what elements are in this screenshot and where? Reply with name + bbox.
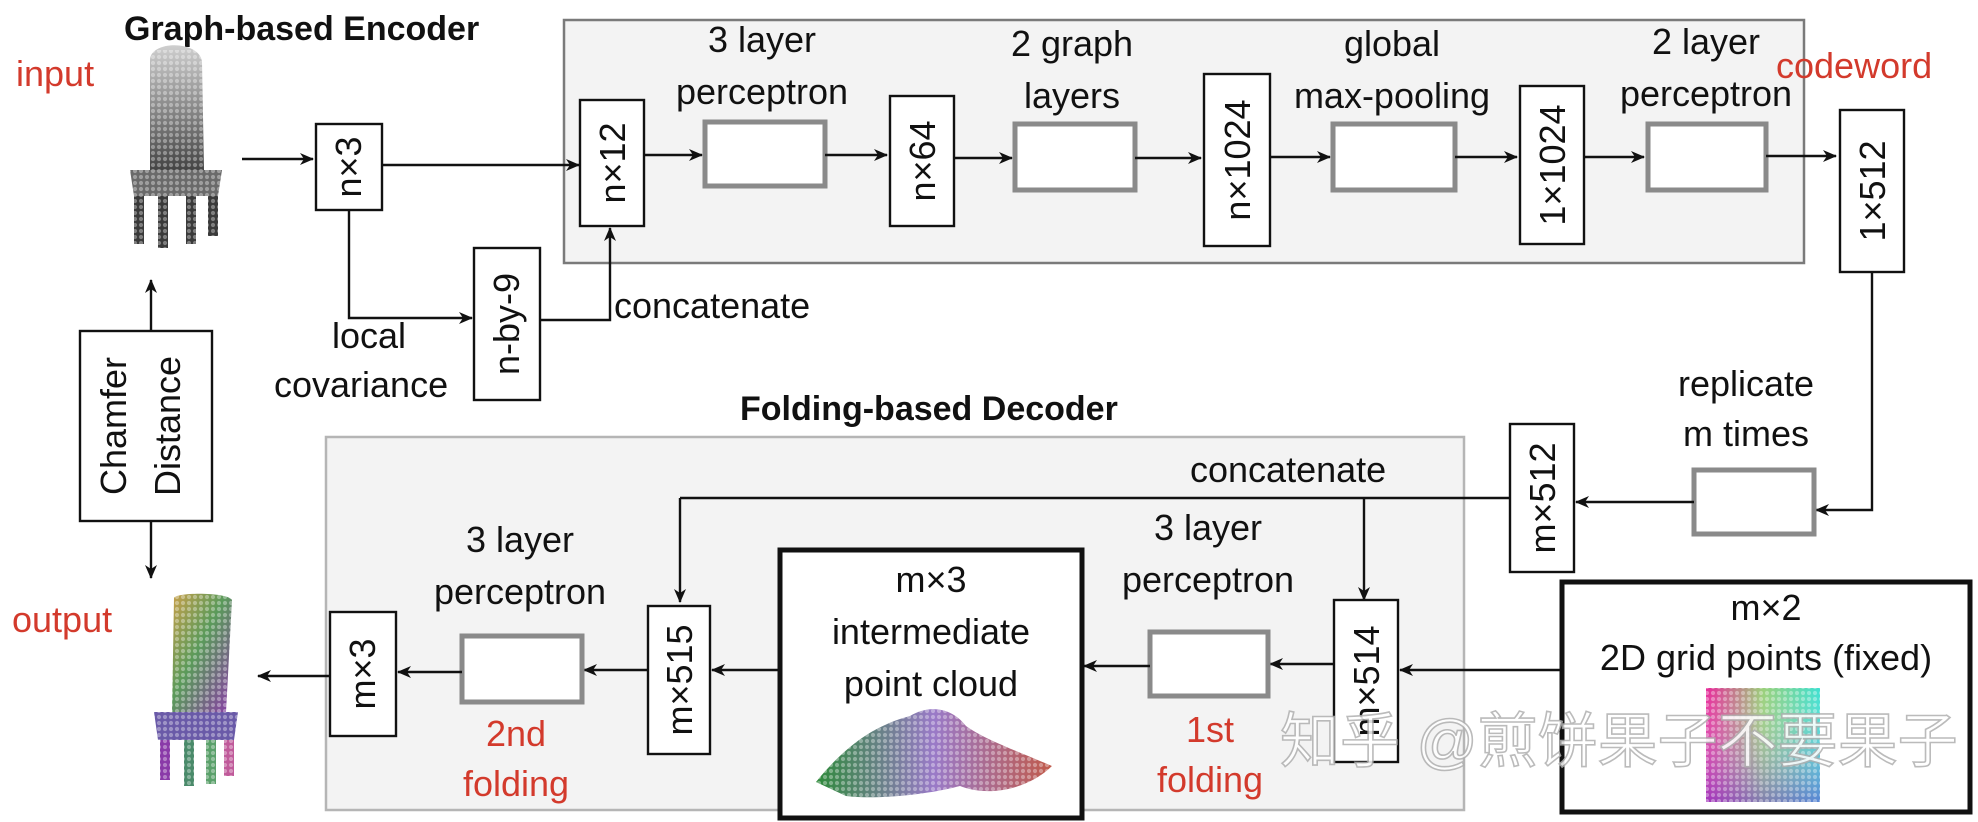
- intermediate-line-1: m×3: [895, 559, 966, 600]
- graph-layers-block: [1012, 121, 1138, 193]
- mlp-a-line-1: 3 layer: [1154, 507, 1262, 548]
- graph-layers-line-1: 2 graph: [1011, 23, 1133, 64]
- chamfer-distance-box: [78, 329, 214, 523]
- grid-points-image: [1706, 688, 1820, 802]
- input-label: input: [16, 53, 94, 94]
- fold2-line-1: 2nd: [486, 713, 546, 754]
- fold1-line-1: 1st: [1186, 709, 1234, 750]
- local-covariance-line-1: local: [332, 315, 406, 356]
- m514-label: m×514: [1346, 625, 1387, 736]
- m514-box: [1332, 598, 1400, 764]
- replicate-block: [1691, 467, 1817, 537]
- mlp-a-block: [1147, 629, 1271, 699]
- chamfer-line-1: Chamfer: [93, 357, 134, 495]
- mlp-b-line-2: perceptron: [434, 571, 606, 612]
- maxpool-block: [1330, 121, 1458, 193]
- intermediate-line-2: intermediate: [832, 611, 1030, 652]
- m515-box: [646, 604, 712, 756]
- fold2-line-2: folding: [463, 763, 569, 804]
- mlp3-line-1: 3 layer: [708, 19, 816, 60]
- input-chair-point-cloud: [128, 45, 228, 250]
- n1024-label: n×1024: [1217, 99, 1258, 220]
- encoder-concatenate-label: concatenate: [614, 285, 810, 326]
- graph-layers-line-2: layers: [1024, 75, 1120, 116]
- output-chair-point-cloud: [150, 590, 242, 790]
- codeword-label: codeword: [1776, 45, 1932, 86]
- codeword-1x512-box: [1838, 108, 1906, 274]
- n12-label: n×12: [592, 122, 633, 203]
- mlp-a-line-2: perceptron: [1122, 559, 1294, 600]
- nby9-label: n-by-9: [486, 273, 527, 375]
- n1024-box: [1202, 72, 1272, 248]
- intermediate-line-3: point cloud: [844, 663, 1018, 704]
- mlp2-line-2: perceptron: [1620, 73, 1792, 114]
- n12-box: [578, 98, 646, 228]
- mlp2-line-1: 2 layer: [1652, 21, 1760, 62]
- intermediate-cloud-image: [816, 709, 1052, 798]
- grid-line-2: 2D grid points (fixed): [1600, 637, 1932, 678]
- encoder-title: Graph-based Encoder: [124, 10, 479, 48]
- decoder-title: Folding-based Decoder: [740, 390, 1118, 428]
- maxpool-line-1: global: [1344, 23, 1440, 64]
- local-covariance-line-2: covariance: [274, 364, 448, 405]
- decoder-concatenate-label: concatenate: [1190, 449, 1386, 490]
- m3-output-box: [328, 610, 398, 738]
- arrow-n3-to-nby9: [347, 210, 473, 324]
- output-label: output: [12, 599, 112, 640]
- mlp-b-block: [459, 633, 585, 705]
- replicate-line-2: m times: [1683, 413, 1809, 454]
- 1x1024-label: 1×1024: [1532, 104, 1573, 225]
- maxpool-line-2: max-pooling: [1294, 75, 1490, 116]
- mlp3-block: [702, 119, 828, 189]
- nby9-box: [472, 246, 542, 402]
- m515-label: m×515: [659, 624, 700, 735]
- m512-label: m×512: [1522, 442, 1563, 553]
- codeword-1x512-label: 1×512: [1852, 140, 1893, 241]
- 1x1024-box: [1518, 84, 1586, 246]
- mlp2-block: [1645, 121, 1769, 193]
- replicate-line-1: replicate: [1678, 363, 1814, 404]
- arrow-nby9-to-n12: [540, 227, 616, 322]
- n3-label: n×3: [328, 136, 369, 197]
- chamfer-line-2: Distance: [147, 356, 188, 496]
- n64-label: n×64: [902, 120, 943, 201]
- fold1-line-2: folding: [1157, 759, 1263, 800]
- watermark: 知乎 @煎饼果子不要果子: [1280, 708, 1958, 775]
- mlp-b-line-1: 3 layer: [466, 519, 574, 560]
- mlp3-line-2: perceptron: [676, 71, 848, 112]
- arrow-codeword-to-replicate: [1815, 272, 1874, 516]
- grid-line-1: m×2: [1730, 587, 1801, 628]
- m3-output-label: m×3: [342, 638, 383, 709]
- n64-box: [888, 94, 956, 228]
